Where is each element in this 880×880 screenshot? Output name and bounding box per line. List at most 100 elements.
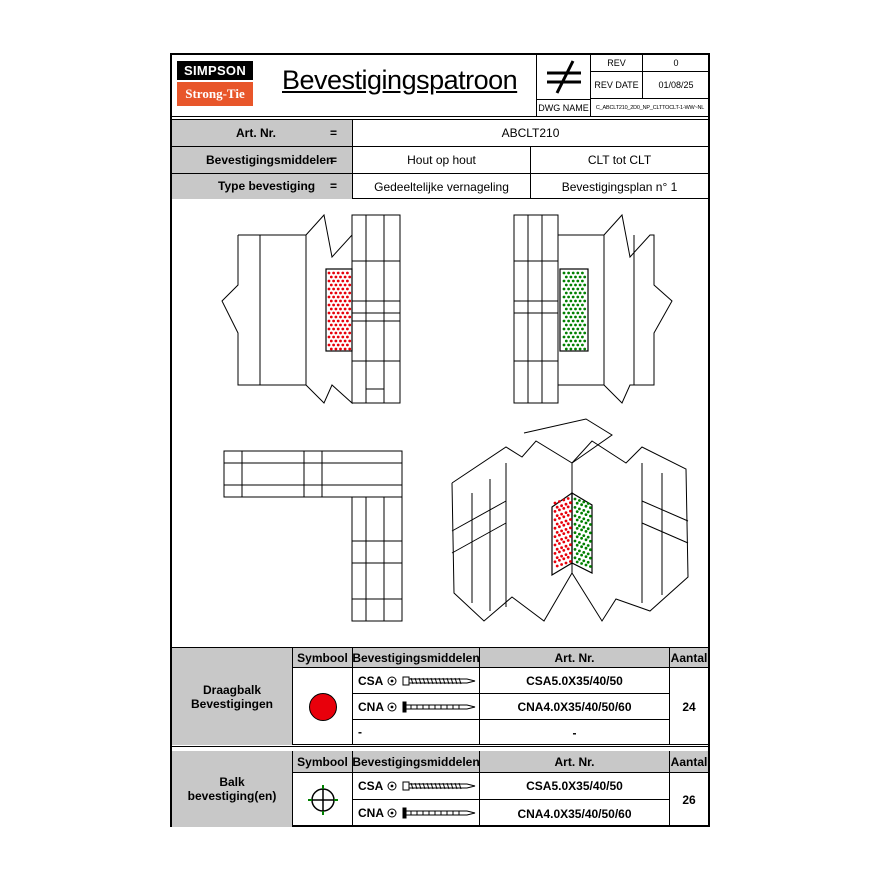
nail-hole [555,514,559,517]
nail-hole [578,283,582,287]
nail-icon [387,807,476,819]
nail-hole [576,287,580,291]
table1-row-3-art: - [480,720,670,745]
view-bottom-left [223,450,403,622]
table1-row-2-art: CNA4.0X35/40/50/60 [480,694,670,720]
table1-row-2-means-text: CNA [358,700,384,714]
nail-hole [329,323,333,327]
nail-hole [574,299,577,303]
nail-hole [339,315,342,319]
nail-hole [582,559,586,563]
table2-col-symbol: Symbool [293,751,353,773]
nail-hole [586,502,590,505]
nail-hole [564,553,568,556]
nail-hole [589,565,592,568]
nail-hole [339,331,342,335]
nail-hole [567,319,570,323]
nail-hole [346,295,349,299]
nail-hole [575,501,579,505]
nail-hole [578,541,581,544]
not-equal-icon [537,55,591,99]
nail-hole [327,335,331,339]
equals-sign: = [330,179,338,193]
nail-hole [578,307,582,311]
nail-hole [584,513,588,516]
nail-hole [341,319,345,323]
nail-hole [581,303,584,307]
nail-hole [560,512,563,516]
nail-hole [332,295,335,299]
nail-hole [558,558,561,562]
nail-hole [562,327,566,331]
nail-hole [334,331,338,335]
nail-hole [586,527,590,531]
nail-hole [574,347,577,351]
nail-hole [336,271,340,275]
nail-hole [346,335,349,339]
nail-hole [580,511,583,515]
nail-hole [562,319,566,323]
nail-hole [334,339,338,343]
view-isometric [451,418,689,622]
table1-symbol-cell [293,668,353,745]
table1-col-art: Art. Nr. [480,648,670,668]
nail-hole [589,556,592,560]
nail-hole [343,291,347,295]
nail-hole [327,295,331,299]
nail-hole [571,287,575,291]
nail-hole [332,271,335,275]
nail-hole [581,319,584,323]
nail-hole [334,315,338,319]
nail-hole [341,335,345,339]
nail-hole [576,311,580,315]
nail-hole [329,347,333,351]
nail-hole [334,275,338,279]
nail-hole [334,283,338,287]
nail-hole [576,343,580,347]
nail-hole [564,544,568,548]
view-top-left [221,213,401,405]
type-value-1: Gedeeltelijke vernageling [353,174,531,199]
nail-hole [566,555,570,559]
nail-hole [329,331,333,335]
nail-hole [341,327,345,331]
nail-hole [555,547,559,551]
nail-hole [341,279,345,283]
nail-hole [336,279,340,283]
nail-hole [332,327,335,331]
nail-hole [586,544,590,547]
nail-hole [578,315,582,319]
nail-hole [583,307,587,311]
nail-hole [586,535,590,539]
nail-hole [575,510,579,513]
nail-hole [332,303,335,307]
nail-hole [582,542,586,546]
nail-hole [564,519,568,523]
nail-hole [569,347,573,351]
nail-hole [574,323,577,327]
green-crosshair-symbol-icon [307,785,338,815]
nail-hole [341,311,345,315]
nail-hole [346,311,349,315]
nail-hole [584,504,588,508]
nail-hole [566,513,570,517]
nail-hole [564,291,568,295]
rev-value: 0 [643,55,709,72]
nail-hole [558,500,561,503]
nail-hole [555,539,559,543]
nail-hole [334,291,338,295]
nail-hole [578,323,582,327]
nail-hole [575,518,579,522]
nail-hole [571,271,575,275]
nail-hole [578,532,581,536]
nail-hole [578,275,582,279]
nail-hole [566,547,570,551]
nail-hole [581,271,584,275]
nail-hole [576,327,580,331]
nail-hole [569,501,572,505]
nail-hole [341,295,345,299]
table1-row-1-means-text: CSA [358,674,384,688]
nail-hole [567,271,570,275]
nail-hole [566,505,570,509]
nail-hole [562,549,566,552]
